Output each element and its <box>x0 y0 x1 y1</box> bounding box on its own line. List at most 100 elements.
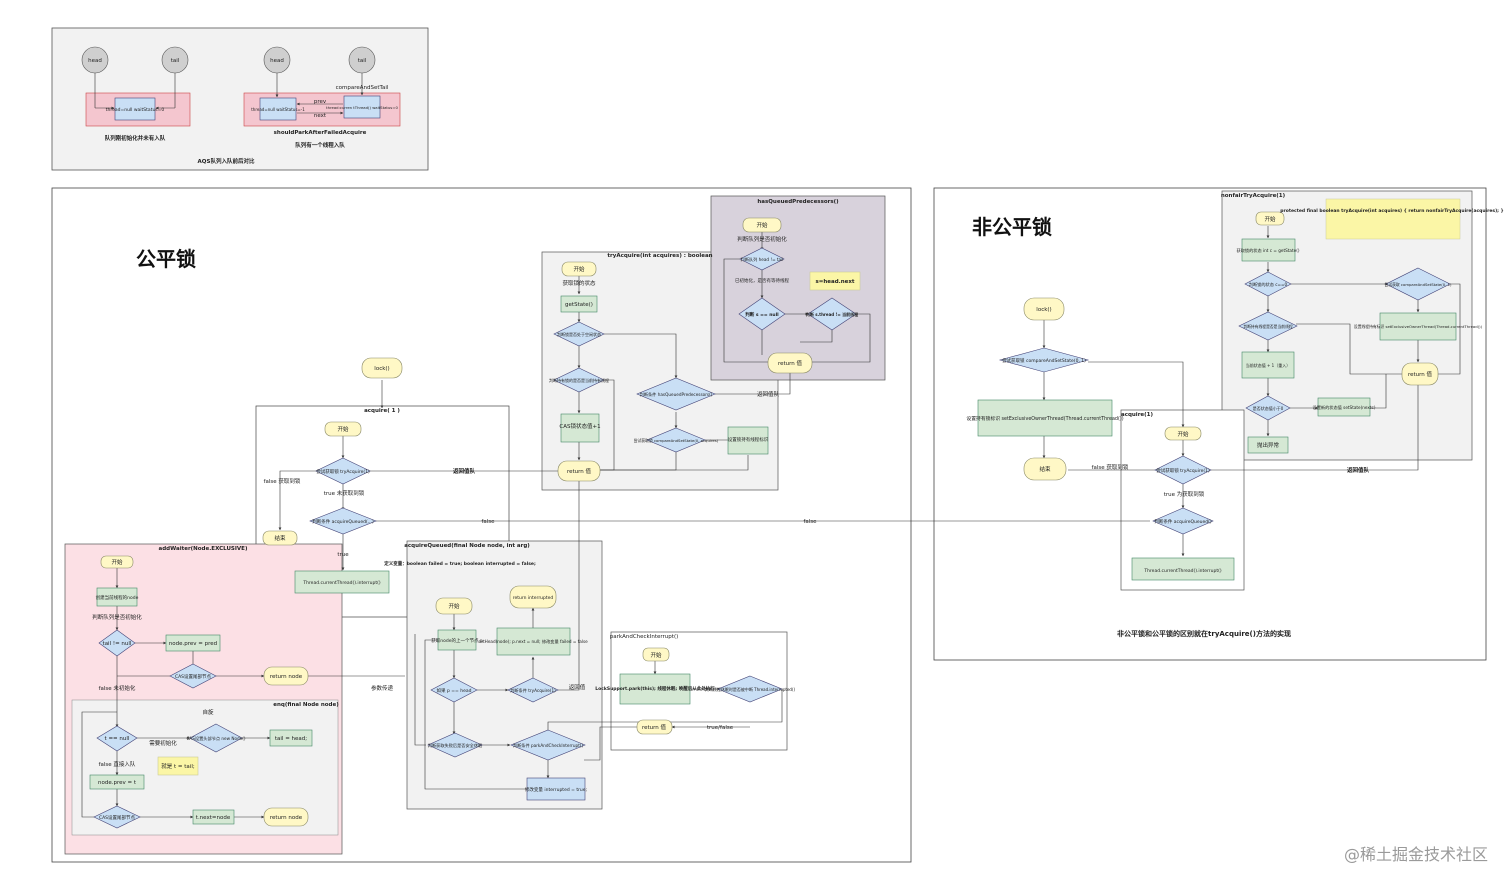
return-value-label: 返回值 <box>569 683 586 691</box>
has-queued-start: 开始 <box>756 221 768 229</box>
enq-title: enq(final Node node) <box>273 702 339 708</box>
create-node: 创建当前线程的node <box>96 594 139 601</box>
fair-false-label: false <box>481 519 495 525</box>
t-null: t == null <box>105 736 130 742</box>
enq-note: 就是 t = tail; <box>161 762 195 770</box>
return-node-2: return node <box>270 815 303 821</box>
cross-false-label: false <box>803 519 817 525</box>
false-init: false 未初始化 <box>99 684 136 692</box>
try-acquire-title: tryAcquire(int acquires) : boolean <box>607 253 712 259</box>
hq-return: return 值 <box>778 359 803 367</box>
node-prev-t: node.prev = t <box>98 780 137 786</box>
nonfair-cas-q: 尝试获取锁 compareAndSetState(0, 1) <box>1002 357 1086 364</box>
right-head-label: head <box>270 58 284 64</box>
has-queued-q: 判断条件 hasQueuedPredecessors() <box>640 391 713 398</box>
s-thread: 判断 s.thread != 当前线程 <box>806 311 858 317</box>
watermark: @稀土掘金技术社区 <box>1344 845 1488 864</box>
return-node-1: return node <box>270 674 303 680</box>
holder-q: 判断持有锁的是否是当前持有线程 <box>549 377 609 383</box>
nonfair-try-acquire: 尝试获取锁 tryAcquire(1) <box>1156 467 1210 474</box>
fair-interrupt: Thread.currentThread().interrupt() <box>302 580 381 586</box>
interrupted-check: 判断线程休眠时是否被中断 Thread.interrupted() <box>705 686 796 692</box>
nft-set-state: 设置新的状态值 setState(nextc) <box>1313 404 1376 411</box>
nft-plus: 当前状态值 + 1（重入） <box>1246 362 1290 368</box>
cas-tail: CAS设置尾部节点 <box>175 673 212 680</box>
param-pass: 参数传递 <box>371 684 394 692</box>
acquire-queued-title: acquireQueued(final Node node, int arg) <box>404 543 530 549</box>
nft-get-state: 获取锁的状态 int c = getState() <box>1237 247 1300 254</box>
nft-throw: 抛出异常 <box>1257 441 1280 449</box>
acquire-title: acquire( 1 ) <box>364 408 400 414</box>
hq-init-check: 判断队列是否初始化 <box>737 235 787 243</box>
right-node2-label: thread:curren tThread() waitStatus=0 <box>326 105 398 110</box>
need-init: 需要初始化 <box>149 739 177 747</box>
nonfair-interrupt: Thread.currentThread().interrupt() <box>1143 568 1222 574</box>
cas-tail-2: CAS设置尾部节点 <box>99 814 136 821</box>
nft-return: return 值 <box>1408 370 1433 378</box>
nonfair-set-owner: 设置持有锁标识 setExclusiveOwnerThread(Thread.c… <box>966 415 1123 422</box>
false-enqueue: false 直接入队 <box>99 760 136 768</box>
park-node: LockSupport.park(this); 线程休眠; 唤醒后从此处执行 <box>595 685 715 692</box>
no-lock-q: 判断锁是否处于空闲状态 <box>557 331 601 337</box>
nonfair-start: 开始 <box>1177 430 1189 438</box>
s-null: 判断 s == null <box>745 311 779 318</box>
park-check-title: parkAndCheckInterrupt() <box>610 634 678 640</box>
nonfair-return-queue: 返回值队 <box>1347 466 1370 474</box>
cas-tail-label: compareAndSetTail <box>336 85 389 91</box>
get-state-label: 获取锁的状态 <box>562 279 596 287</box>
nonfair-summary: 非公平锁和公平锁的区别就在tryAcquire()方法的实现 <box>1117 629 1291 638</box>
aq-try-acquire: 判断条件 tryAcquire(1) <box>510 687 556 694</box>
nft-cas: 尝试获取 compareAndSetState(0, 1) <box>1385 282 1452 287</box>
tail-null: tail != null <box>103 641 132 647</box>
set-owner: 设置锁持有线程标识 <box>728 436 769 443</box>
fair-true-notget: true 未获取到锁 <box>324 489 365 497</box>
if-head: 如果 p == head <box>437 687 472 694</box>
aqs-comparison-panel <box>51 27 429 171</box>
cas-plus: CAS锁状态值+1 <box>559 422 600 430</box>
nonfair-false-get: false 获取到锁 <box>1092 463 1129 471</box>
aqs-title: AQS队列入队前后对比 <box>198 157 255 165</box>
node-prev-pred: node.prev = pred <box>169 641 217 647</box>
prev-label: prev <box>314 99 327 105</box>
add-waiter-title: addWaiter(Node.EXCLUSIVE) <box>159 546 248 552</box>
fair-true-label: true <box>337 552 349 558</box>
return-interrupted: return interrupted <box>513 595 554 601</box>
get-pred: 获取node的上一个节点 p <box>431 637 483 644</box>
next-label: next <box>314 113 327 119</box>
nonfair-true-not: true 为获取到锁 <box>1164 490 1205 498</box>
labels: head tail thread=null waitStatus=0 队列刚初始… <box>88 58 1504 864</box>
right-caption: 队列有一个线程入队 <box>295 141 345 149</box>
fair-lock-node: lock() <box>374 366 389 372</box>
nft-start: 开始 <box>1264 215 1276 223</box>
get-state: getState() <box>565 302 593 308</box>
fair-end: 结束 <box>274 534 286 542</box>
has-queued-title: hasQueuedPredecessors() <box>757 199 839 205</box>
acquire-start: 开始 <box>337 425 349 433</box>
fair-acquire-queued: 判断条件 acquireQueued(...) <box>312 518 374 525</box>
connectors <box>81 226 1461 819</box>
try-acquire-start: 开始 <box>573 265 585 273</box>
should-park-label: shouldParkAfterFailedAcquire <box>274 130 367 136</box>
fair-lock-title: 公平锁 <box>136 247 196 271</box>
nonfair-acquire-title: acquire(1) <box>1121 412 1153 418</box>
try-return-queue: 返回值队 <box>757 390 780 398</box>
true-false-label: true/false <box>707 725 734 731</box>
fair-return-queue: 返回值队 <box>453 467 476 475</box>
tail-eq-head: tail = head; <box>275 736 307 742</box>
fair-try-acquire: 尝试获取锁 tryAcquire(1) <box>316 468 370 475</box>
left-tail-label: tail <box>171 58 180 64</box>
modify-var: 修改变量 interrupted = true; <box>525 786 587 793</box>
should-park: 判断获取失败后是否安全休眠 <box>428 742 483 749</box>
head-tail: 判断队列 head != tail <box>741 256 784 263</box>
acquire-queued-panel <box>406 540 603 810</box>
loop-label: 自旋 <box>202 708 214 716</box>
nft-overflow: 是否状态值小于0 <box>1253 405 1284 411</box>
add-waiter-start: 开始 <box>111 558 123 566</box>
init-check: 判断队列是否初始化 <box>92 613 142 621</box>
nft-holder: 判断持有线程是否是当前线程 <box>1243 324 1293 329</box>
nft-set-owner: 设置线程持有标识 setExclusiveOwnerThread(Thread.… <box>1354 324 1483 329</box>
park-return: return 值 <box>642 723 667 731</box>
nonfair-acquire-queued: 判断条件 acquireQueued() <box>1154 518 1212 525</box>
shapes <box>89 211 1457 829</box>
